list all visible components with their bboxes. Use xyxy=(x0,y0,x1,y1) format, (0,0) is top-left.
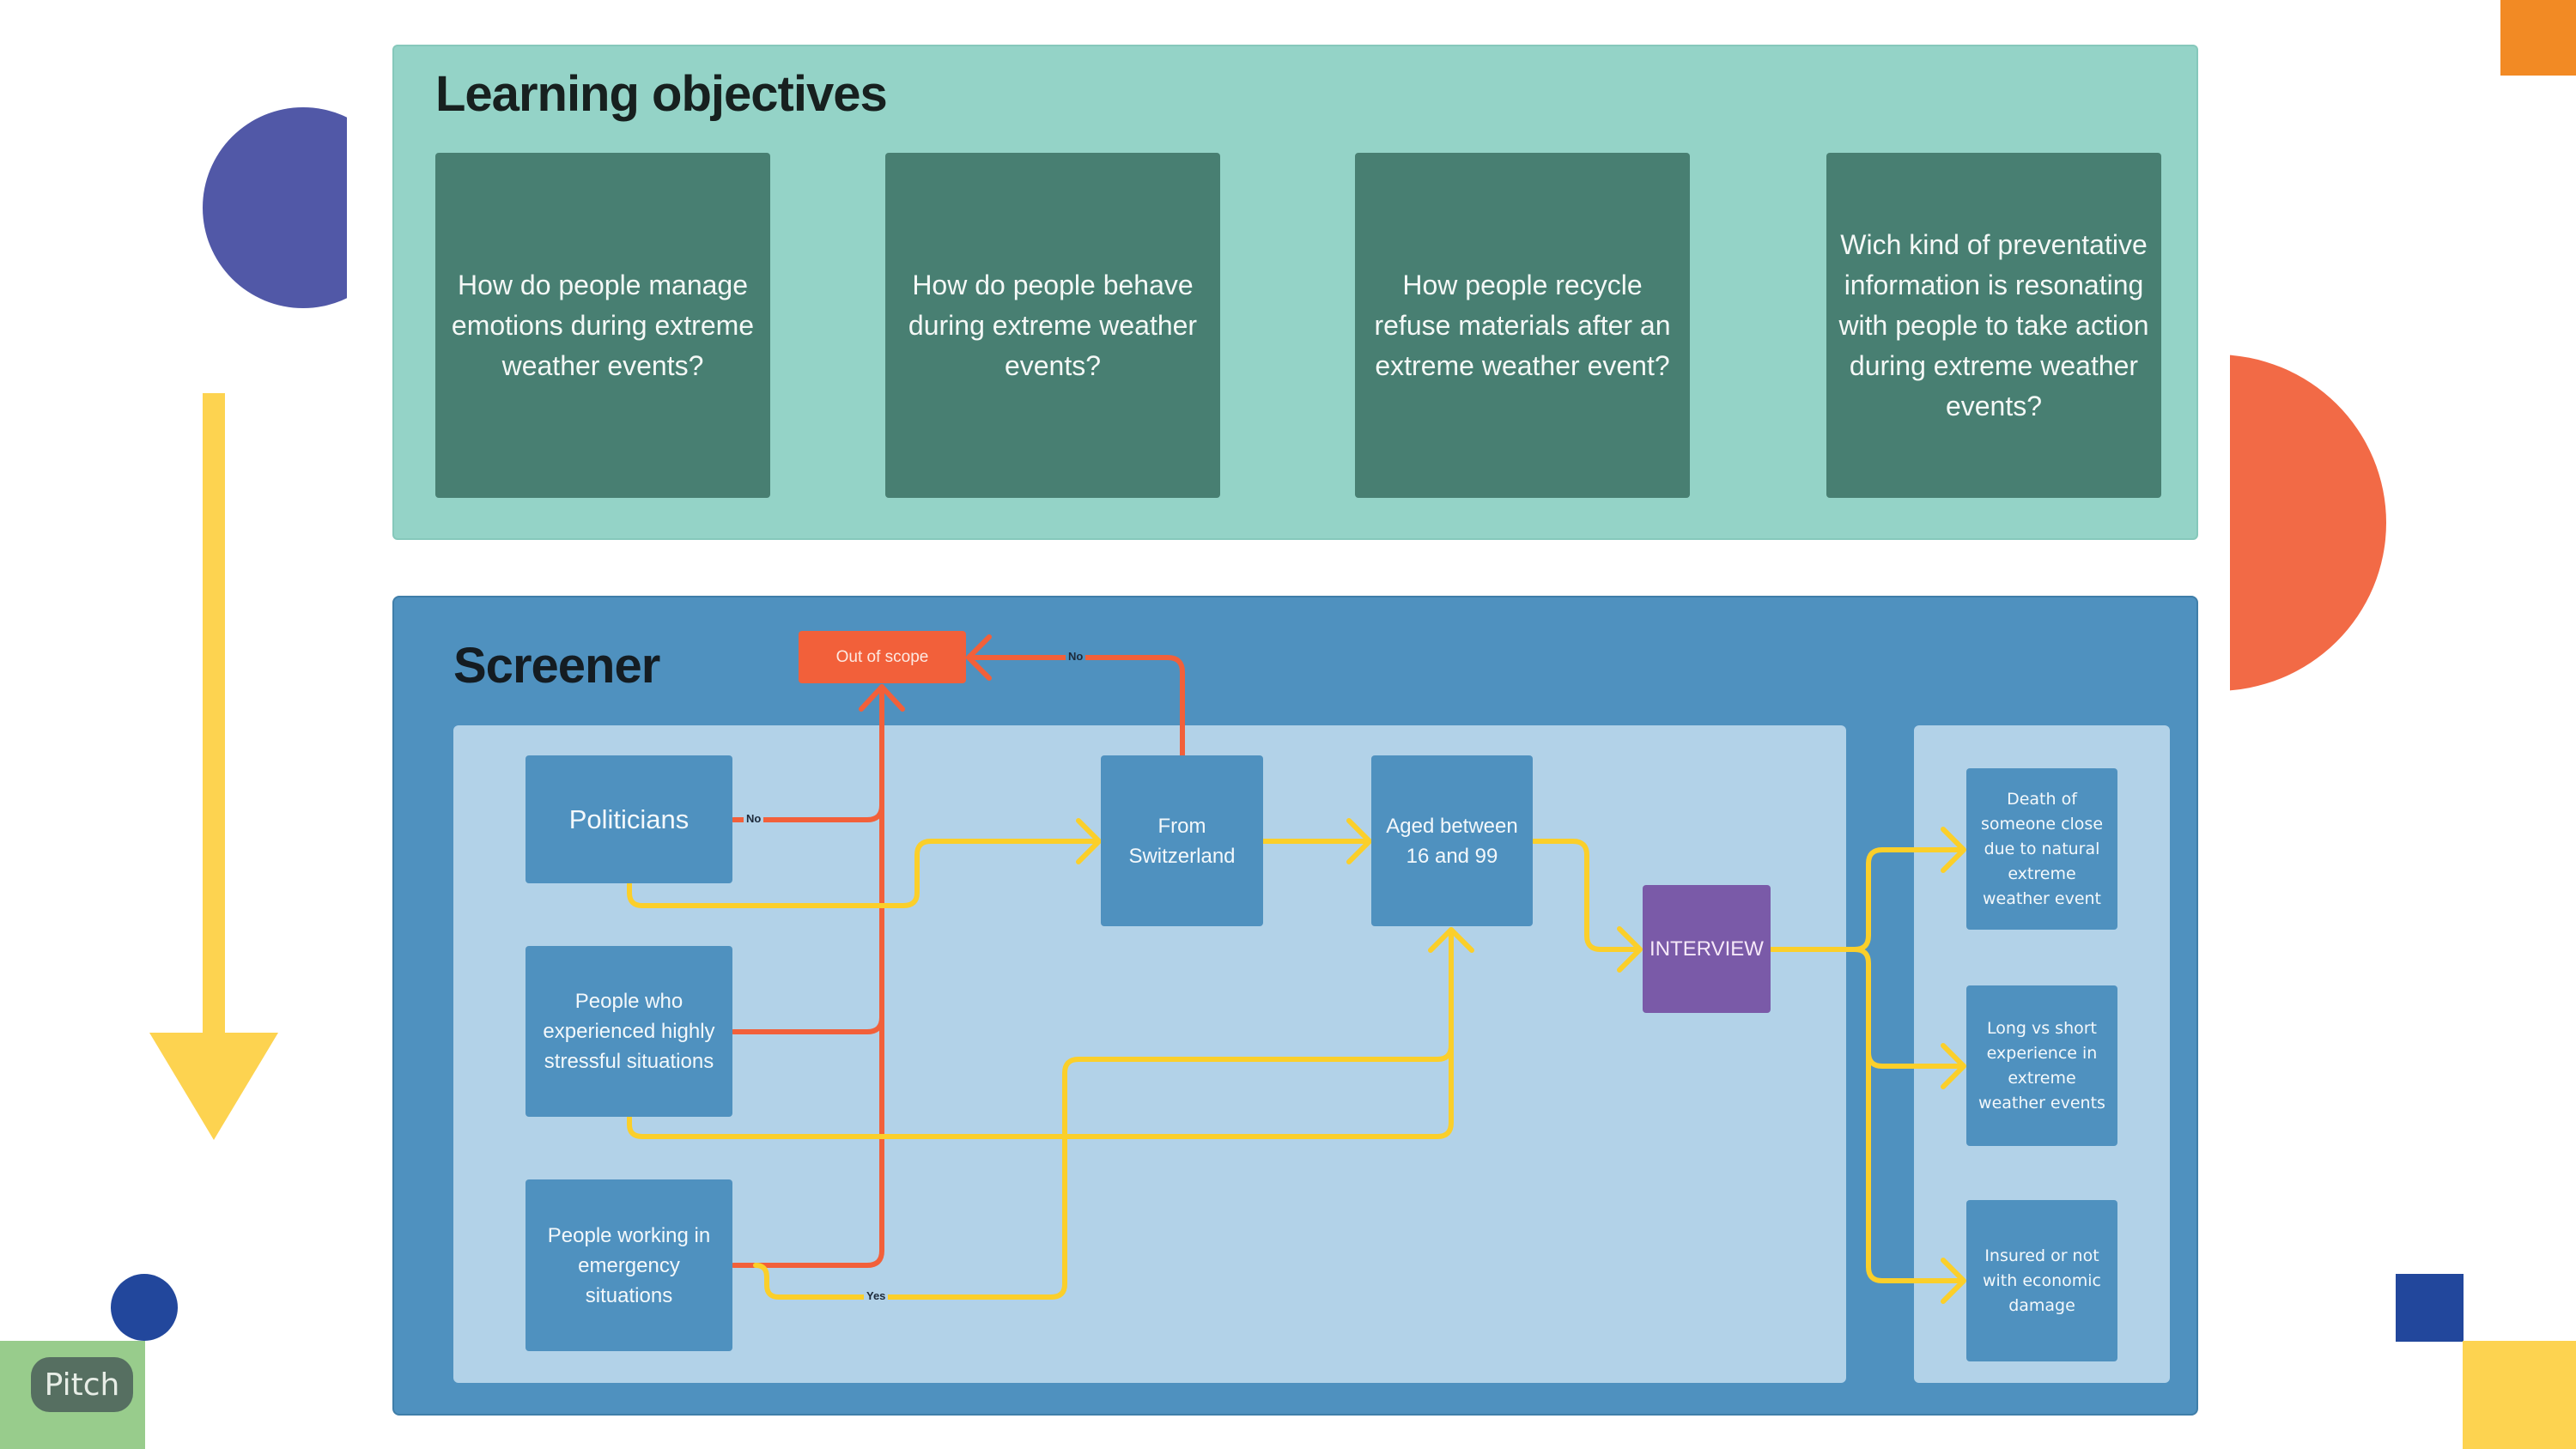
decorative-blue-circle xyxy=(111,1274,178,1341)
profile-node: Long vs short experience in extreme weat… xyxy=(1966,985,2117,1146)
decorative-orange-half-circle xyxy=(2230,355,2386,691)
edge-label-switzerland-no: No xyxy=(1066,650,1086,663)
politicians-node: Politicians xyxy=(526,755,732,883)
profile-node: Insured or not with economic damage xyxy=(1966,1200,2117,1361)
decorative-orange-square xyxy=(2500,0,2576,76)
decorative-blue-square xyxy=(2396,1274,2464,1342)
decorative-down-arrow-shaft xyxy=(203,393,225,1037)
edge-label-emergency-yes: Yes xyxy=(864,1289,889,1302)
interview-node: INTERVIEW xyxy=(1643,885,1771,1013)
age-range-node: Aged between 16 and 99 xyxy=(1371,755,1533,926)
decorative-yellow-square xyxy=(2463,1341,2576,1449)
learning-objectives-title: Learning objectives xyxy=(435,66,888,122)
screener-title: Screener xyxy=(453,638,660,694)
from-switzerland-node: From Switzerland xyxy=(1101,755,1263,926)
pitch-logo-badge[interactable]: Pitch xyxy=(31,1357,133,1412)
objective-card: How do people manage emotions during ext… xyxy=(435,153,770,498)
out-of-scope-node: Out of scope xyxy=(799,631,966,683)
emergency-workers-node: People working in emergency situations xyxy=(526,1179,732,1351)
objective-card: How do people behave during extreme weat… xyxy=(885,153,1220,498)
objective-card: Wich kind of preventative information is… xyxy=(1826,153,2161,498)
stressful-situations-node: People who experienced highly stressful … xyxy=(526,946,732,1117)
objective-card: How people recycle refuse materials afte… xyxy=(1355,153,1690,498)
decorative-down-arrow-icon xyxy=(149,1033,278,1140)
edge-label-politicians-no: No xyxy=(744,812,764,825)
decorative-purple-half-circle xyxy=(203,107,347,308)
profile-node: Death of someone close due to natural ex… xyxy=(1966,768,2117,930)
